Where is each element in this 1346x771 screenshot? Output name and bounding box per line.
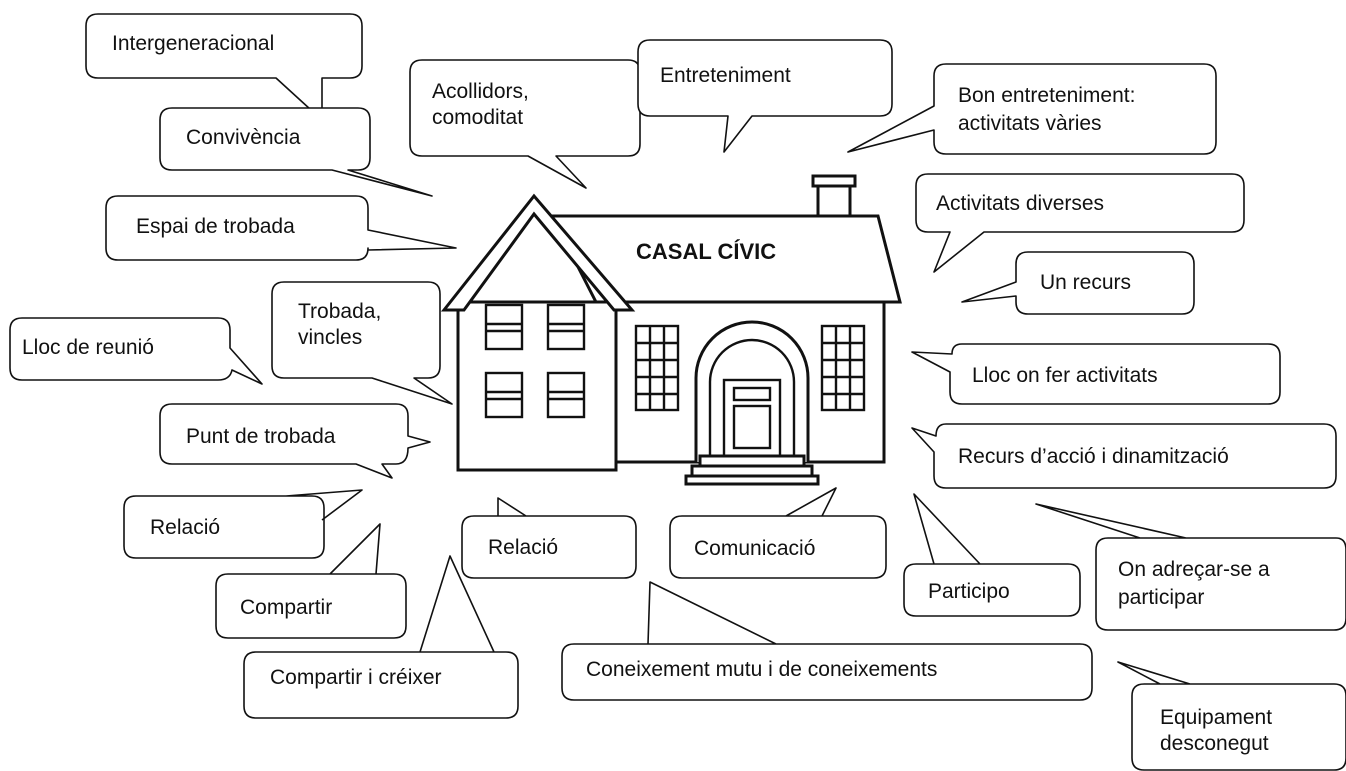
bubble-text: Convivència: [186, 126, 301, 149]
bubble-lloc-activitats: Lloc on fer activitats: [911, 343, 1281, 405]
bubble-text: Acollidors,comoditat: [432, 80, 529, 129]
bubble-compartir: Compartir: [215, 523, 407, 639]
bubble-bon-entreteniment: Bon entreteniment:activitats vàries: [847, 63, 1217, 155]
house-illustration: CASAL CÍVIC: [440, 174, 902, 486]
bubble-text: Lloc on fer activitats: [972, 364, 1158, 387]
bubble-text: Coneixement mutu i de coneixements: [586, 658, 937, 681]
bubble-text: Un recurs: [1040, 271, 1131, 294]
bubble-punt-trobada: Punt de trobada: [159, 403, 431, 479]
bubble-text: Activitats diverses: [936, 192, 1104, 215]
bubble-text: Relació: [488, 536, 558, 559]
bubble-intergeneracional: Intergeneracional: [85, 13, 363, 121]
house-gable-body: [456, 300, 618, 472]
bubble-text: Recurs d’acció i dinamització: [958, 445, 1229, 468]
gable-windows: [484, 303, 586, 419]
bubble-text: Entreteniment: [660, 64, 791, 87]
bubble-acollidors: Acollidors,comoditat: [409, 59, 641, 189]
bubble-recurs-accio: Recurs d’acció i dinamització: [911, 423, 1337, 489]
bubble-espai-trobada: Espai de trobada: [105, 195, 457, 261]
bubble-compartir-creixer: Compartir i créixer: [243, 555, 519, 719]
bubble-text: Bon entreteniment:activitats vàries: [958, 84, 1135, 135]
bubble-activitats-diverses: Activitats diverses: [915, 173, 1245, 273]
bubble-text: Trobada,vincles: [298, 300, 381, 349]
main-window-right: [820, 324, 866, 412]
bubble-relacio-left: Relació: [123, 489, 363, 559]
main-window-left: [634, 324, 680, 412]
bubble-text: Compartir i créixer: [270, 666, 442, 689]
bubble-comunicacio: Comunicació: [669, 487, 887, 579]
house-label: CASAL CÍVIC: [636, 239, 776, 264]
bubble-lloc-reunio: Lloc de reunió: [9, 317, 263, 385]
bubble-relacio-center: Relació: [461, 497, 637, 579]
bubble-coneixement: Coneixement mutu i de coneixements: [561, 581, 1093, 701]
bubble-text: Relació: [150, 516, 220, 539]
bubble-text: Punt de trobada: [186, 425, 336, 448]
house-chimney-cap: [811, 174, 857, 188]
bubble-participo: Participo: [903, 493, 1081, 617]
bubble-text: Lloc de reunió: [22, 336, 154, 359]
bubble-text: Compartir: [240, 596, 332, 619]
bubble-text: Participo: [928, 580, 1010, 603]
bubble-convivencia: Convivència: [159, 107, 433, 197]
bubble-trobada-vincles: Trobada,vincles: [271, 281, 453, 405]
bubble-un-recurs: Un recurs: [961, 251, 1195, 315]
bubble-entreteniment: Entreteniment: [637, 39, 893, 153]
bubble-text: Espai de trobada: [136, 215, 295, 238]
house-entrance: [684, 320, 820, 486]
bubble-text: Intergeneracional: [112, 32, 274, 55]
bubble-text: Comunicació: [694, 537, 815, 560]
house-roof: [549, 214, 902, 304]
house-gable-roof: [440, 193, 636, 312]
